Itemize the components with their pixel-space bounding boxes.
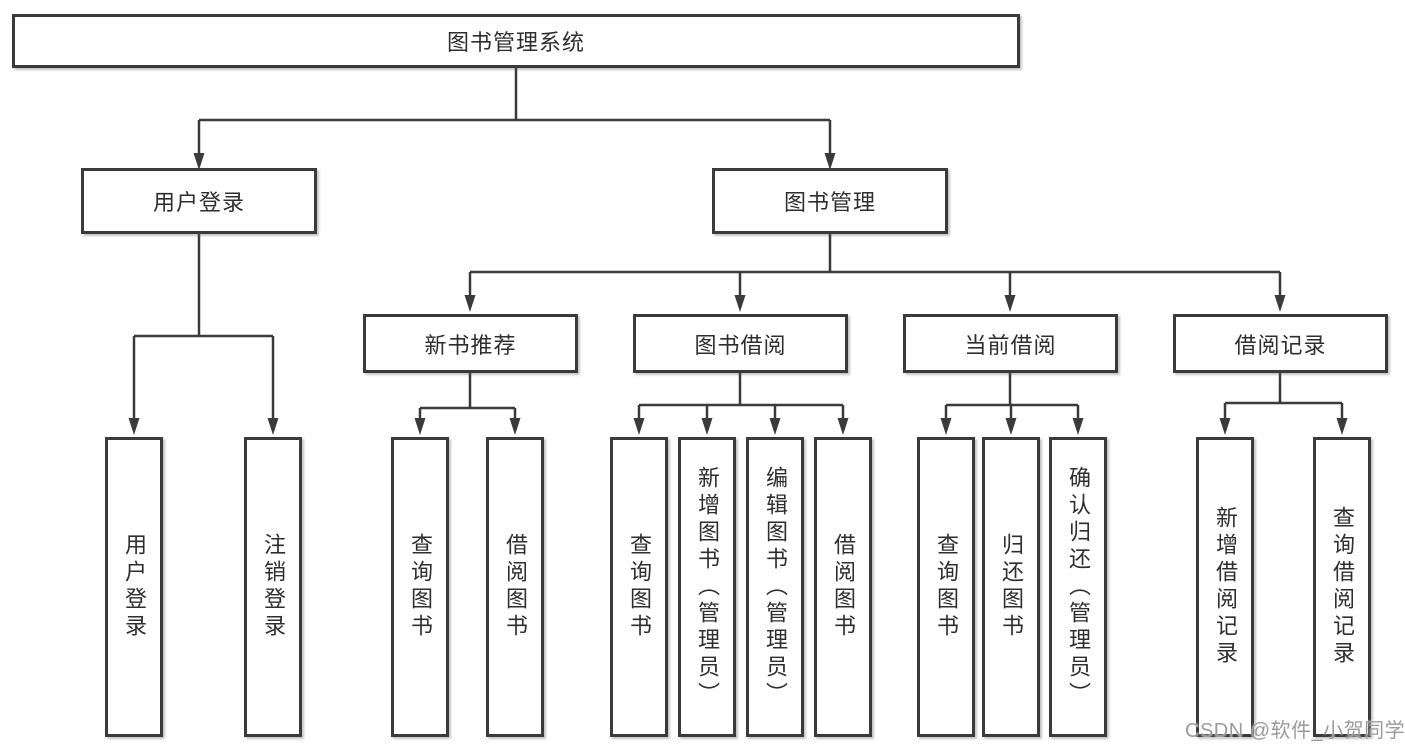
leaf-recommend-borrow-book: 借阅图书 <box>486 437 544 737</box>
arrow-down-icon <box>1005 418 1017 435</box>
arrow-down-icon <box>464 295 476 312</box>
tree-edges <box>132 68 1344 421</box>
arrow-down-icon <box>837 418 849 435</box>
leaf-records-query-record: 查询借阅记录 <box>1313 437 1371 737</box>
leaf-current-query-book: 查询图书 <box>917 437 975 737</box>
csdn-watermark: CSDN @软件_小贺同学 <box>1185 720 1405 742</box>
arrow-down-icon <box>1336 418 1348 435</box>
leaf-borrow-borrow-book: 借阅图书 <box>814 437 872 737</box>
leaf-user-login-label: 用户登录 <box>122 533 147 641</box>
arrow-down-icon <box>940 418 952 435</box>
leaf-records-add-record: 新增借阅记录 <box>1196 437 1254 737</box>
node-borrow-records: 借阅记录 <box>1173 314 1388 373</box>
arrow-down-icon <box>1274 295 1286 312</box>
node-book-borrow: 图书借阅 <box>633 314 848 373</box>
node-book-management: 图书管理 <box>712 168 948 234</box>
arrow-down-icon <box>193 153 205 170</box>
arrow-down-icon <box>701 418 713 435</box>
arrow-down-icon <box>128 418 140 435</box>
arrow-down-icon <box>1004 295 1016 312</box>
arrowheads <box>128 153 1348 435</box>
node-new-book-recommend: 新书推荐 <box>363 314 578 373</box>
leaf-current-return-book: 归还图书 <box>982 437 1040 737</box>
leaf-current-query-book-label: 查询图书 <box>934 533 959 641</box>
node-user-login: 用户登录 <box>81 168 317 234</box>
node-current-borrow: 当前借阅 <box>903 314 1118 373</box>
arrow-down-icon <box>734 295 746 312</box>
leaf-current-return-book-label: 归还图书 <box>999 533 1024 641</box>
arrow-down-icon <box>1219 418 1231 435</box>
leaf-borrow-query-book: 查询图书 <box>610 437 668 737</box>
arrow-down-icon <box>633 418 645 435</box>
node-book-management-label: 图书管理 <box>783 190 876 215</box>
leaf-user-login: 用户登录 <box>105 437 163 737</box>
leaf-borrow-edit-book-admin-label: 编辑图书（管理员） <box>763 465 788 709</box>
node-new-book-recommend-label: 新书推荐 <box>424 332 517 358</box>
node-current-borrow-label: 当前借阅 <box>964 332 1057 358</box>
node-library-system-label: 图书管理系统 <box>446 30 585 55</box>
arrow-down-icon <box>824 153 836 170</box>
leaf-borrow-query-book-label: 查询图书 <box>627 533 652 641</box>
arrow-down-icon <box>414 418 426 435</box>
leaf-borrow-add-book-admin: 新增图书（管理员） <box>678 437 736 737</box>
leaf-current-confirm-return-admin-label: 确认归还（管理员） <box>1066 465 1091 709</box>
node-borrow-records-label: 借阅记录 <box>1234 332 1327 358</box>
leaf-borrow-add-book-admin-label: 新增图书（管理员） <box>695 465 720 709</box>
leaf-recommend-query-book: 查询图书 <box>391 437 449 737</box>
leaf-borrow-borrow-book-label: 借阅图书 <box>831 533 856 641</box>
leaf-records-query-record-label: 查询借阅记录 <box>1330 506 1355 668</box>
leaf-records-add-record-label: 新增借阅记录 <box>1213 506 1238 668</box>
leaf-borrow-edit-book-admin: 编辑图书（管理员） <box>746 437 804 737</box>
leaf-logout-login-label: 注销登录 <box>261 533 286 641</box>
node-user-login-label: 用户登录 <box>152 190 245 215</box>
node-library-system: 图书管理系统 <box>12 14 1020 68</box>
node-book-borrow-label: 图书借阅 <box>694 332 787 358</box>
leaf-current-confirm-return-admin: 确认归还（管理员） <box>1049 437 1107 737</box>
leaf-recommend-query-book-label: 查询图书 <box>408 533 433 641</box>
arrow-down-icon <box>267 418 279 435</box>
arrow-down-icon <box>1072 418 1084 435</box>
leaf-logout-login: 注销登录 <box>244 437 302 737</box>
arrow-down-icon <box>509 418 521 435</box>
arrow-down-icon <box>769 418 781 435</box>
leaf-recommend-borrow-book-label: 借阅图书 <box>503 533 528 641</box>
